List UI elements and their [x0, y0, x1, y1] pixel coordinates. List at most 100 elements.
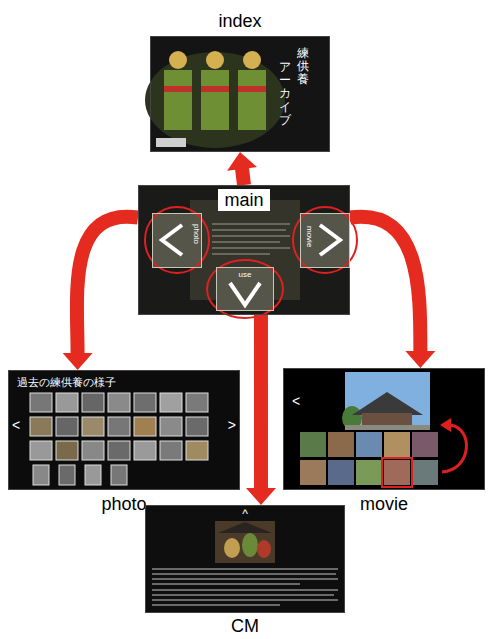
cm-screenshot [145, 505, 345, 613]
highlight-circle [145, 207, 209, 273]
flow-arrow [63, 217, 138, 370]
thumbnail [56, 393, 78, 412]
thumbnail [134, 417, 156, 436]
arrowhead [227, 152, 257, 171]
text-line [212, 253, 270, 255]
logo-text: 練供養 [297, 47, 309, 87]
swap-arrow [442, 425, 466, 472]
text-line [152, 599, 338, 601]
thumbnail [111, 465, 127, 485]
flow-arrow [350, 217, 435, 368]
movie-screenshot [283, 368, 485, 490]
dancer-body [201, 70, 229, 130]
nav-arrow: ^ [146, 507, 344, 521]
screen-caption: photo [0, 494, 269, 514]
button-ground [216, 267, 274, 311]
thumbnail-row [300, 432, 438, 485]
index-screenshot [145, 36, 330, 152]
nav-button: photo [152, 213, 202, 268]
thumbnail [160, 441, 182, 460]
text-line [212, 247, 290, 249]
dancer-head [169, 51, 187, 69]
ground [345, 425, 430, 430]
thumbnail [108, 417, 130, 436]
thumbnail [59, 465, 75, 485]
thumbnail [134, 441, 156, 460]
temple-body [362, 413, 412, 427]
arrow-shaft [350, 217, 420, 353]
thumbnail [328, 460, 354, 485]
screen-panel: photo過去の練供養の様子<> [8, 370, 240, 490]
screen-caption: main [218, 189, 269, 211]
dancer-body [238, 70, 266, 130]
thumbnail [82, 441, 104, 460]
thumbnail [300, 460, 326, 485]
photo-detail [224, 538, 240, 558]
text-line [152, 583, 300, 585]
logo-text: アーカイブ [279, 61, 291, 127]
chevron-down [230, 283, 260, 305]
screen-title: 過去の練供養の様子 [17, 376, 116, 389]
thumbnail [356, 460, 382, 485]
backdrop [145, 52, 285, 148]
thumbnail [85, 465, 101, 485]
nav-button: use [216, 267, 274, 311]
screen-panel: main photo movie use [138, 185, 350, 315]
screen-ground [283, 368, 485, 490]
thumbnail [30, 441, 52, 460]
button-ground [300, 213, 350, 268]
chevron-right [320, 225, 340, 255]
thumbnail [56, 441, 78, 460]
dancer-head [243, 51, 261, 69]
screen-panel: movie< [283, 368, 485, 490]
temple-roof [352, 392, 423, 415]
screen-ground [8, 370, 240, 490]
screen-caption: CM [116, 616, 374, 636]
button-label: use [217, 270, 273, 280]
text-line [152, 604, 280, 606]
thumbnail [186, 441, 208, 460]
highlight-circle [293, 207, 357, 273]
text-line [212, 241, 280, 243]
thumbnail [108, 441, 130, 460]
screen-caption: index [121, 11, 359, 31]
screen-panel: CM^ [145, 505, 345, 613]
arrow-shaft [254, 315, 268, 491]
nav-arrow: < [292, 393, 300, 409]
thumbnail [412, 460, 438, 485]
thumbnail [384, 432, 410, 457]
screen-ground [138, 185, 350, 315]
text-line [152, 578, 338, 580]
text-line [152, 594, 334, 596]
screen-caption: movie [254, 494, 490, 514]
thumbnail [56, 417, 78, 436]
photo-screenshot [8, 370, 240, 490]
text-lines [152, 569, 338, 605]
thumbnail [30, 417, 52, 436]
badge [156, 138, 186, 147]
dancer-stripe [164, 86, 192, 92]
text-lines [212, 224, 290, 254]
thumbnail-grid [30, 393, 208, 485]
thumbnail [300, 432, 326, 457]
thumbnail [30, 393, 52, 412]
thumbnail [412, 432, 438, 457]
thumbnail [186, 393, 208, 412]
thumbnail [328, 432, 354, 457]
thumbnail [33, 465, 49, 485]
highlight-circle [207, 260, 283, 318]
swap-arrowhead [440, 418, 451, 432]
text-line [152, 573, 336, 575]
text-line [212, 229, 286, 231]
photo-detail [242, 533, 258, 557]
photo-detail [257, 540, 271, 558]
arrow-shaft [77, 217, 138, 355]
screen-ground [145, 505, 345, 613]
nav-button: movie [300, 213, 350, 268]
button-label: photo [191, 224, 201, 244]
text-line [212, 223, 290, 225]
thumbnail [160, 417, 182, 436]
dancer-stripe [238, 86, 266, 92]
photo-detail [218, 522, 272, 533]
